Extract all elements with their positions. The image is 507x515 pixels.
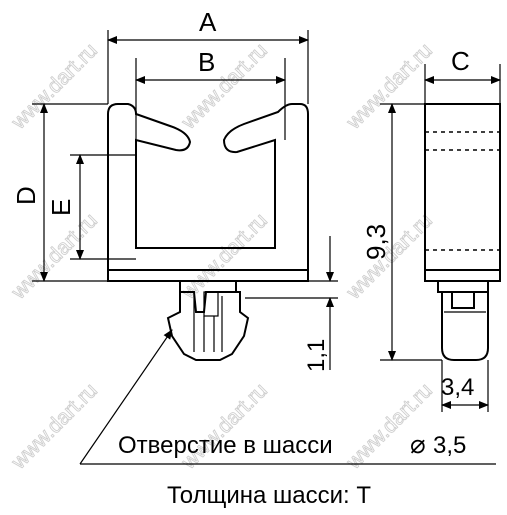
dim-height-label: 9,3 <box>361 224 391 260</box>
hole-leader <box>79 329 496 465</box>
dim-d-label: D <box>11 186 41 205</box>
snap-pin-outline <box>166 291 250 361</box>
dim-e-label: E <box>46 199 76 216</box>
front-view <box>107 103 309 361</box>
hole-diameter-value: 3,5 <box>433 432 466 459</box>
dim-thickness-label: 1,1 <box>303 339 330 372</box>
notes: Отверстие в шасси ⌀ 3,5 Толщина шасси: Т <box>118 429 466 509</box>
watermark-1: www.dart.ru <box>7 39 102 134</box>
watermark-3: www.dart.ru <box>7 379 102 474</box>
dim-chassis-thickness: 1,1 <box>242 236 338 372</box>
watermark-7: www.dart.ru <box>342 39 437 134</box>
watermark-5: www.dart.ru <box>177 209 272 304</box>
side-body <box>424 103 501 282</box>
dim-b: B <box>135 47 286 140</box>
hole-note-label: Отверстие в шасси <box>118 432 333 459</box>
watermark-6: www.dart.ru <box>177 379 272 474</box>
clip-outer-outline <box>107 103 309 282</box>
snap-pin-core <box>203 291 219 317</box>
dim-pin-width: 3,4 <box>441 360 489 412</box>
dim-b-label: B <box>198 47 215 77</box>
snap-pin-slot <box>193 296 223 352</box>
watermark-2: www.dart.ru <box>7 209 102 304</box>
dim-a-label: A <box>199 7 217 37</box>
dim-e: E <box>46 154 136 260</box>
thickness-note: Толщина шасси: Т <box>167 482 371 509</box>
side-view <box>424 103 501 361</box>
hole-diameter-symbol: ⌀ <box>410 429 426 459</box>
dim-a: A <box>107 7 309 104</box>
dim-height: 9,3 <box>361 103 442 361</box>
dim-c: C <box>424 46 501 104</box>
dim-pin-width-label: 3,4 <box>441 374 474 401</box>
side-pin-head <box>451 291 475 309</box>
dim-c-label: C <box>451 46 470 76</box>
watermark-9: www.dart.ru <box>342 379 437 474</box>
dim-d: D <box>11 103 108 282</box>
clip-neck <box>179 281 237 292</box>
